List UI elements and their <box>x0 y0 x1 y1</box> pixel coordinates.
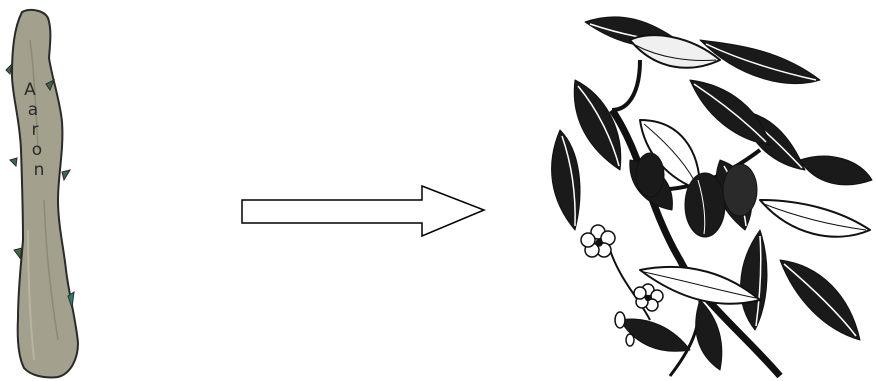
right-arrow-icon <box>242 186 484 236</box>
leaf-icon <box>800 156 872 185</box>
blossom-icon <box>581 225 615 257</box>
almond-fruit-icon <box>636 153 664 197</box>
rod-letter: n <box>34 160 45 180</box>
rod-letter: a <box>28 100 38 120</box>
rod-letter: r <box>32 120 39 140</box>
bud-icon <box>62 170 70 180</box>
rod-letter: o <box>32 140 42 160</box>
almond-branch-illustration <box>552 17 872 376</box>
almond-fruit-icon <box>723 164 757 216</box>
leaf-icon <box>574 80 621 170</box>
almond-fruit-icon <box>685 173 725 237</box>
bud-icon <box>14 248 22 258</box>
leaf-icon <box>690 80 770 145</box>
rod-letter: A <box>24 80 36 100</box>
leaf-icon <box>741 230 767 330</box>
leaf-icon <box>780 260 860 340</box>
leaf-icon <box>760 200 870 237</box>
leaf-icon <box>630 35 720 68</box>
blossom-icon <box>634 284 663 311</box>
leaf-icon <box>552 130 580 230</box>
aaron-name-on-rod: A a r o n <box>14 80 54 210</box>
